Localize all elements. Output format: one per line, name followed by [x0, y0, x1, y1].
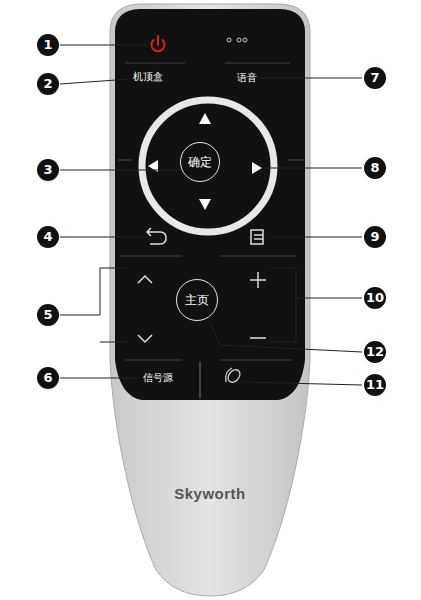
callout-number: 8: [364, 157, 386, 179]
callout-number: 4: [37, 226, 59, 248]
callout-number: 2: [37, 73, 59, 95]
button-label: 主页: [185, 292, 209, 309]
button-label: 信号源: [143, 371, 173, 385]
callout-number: 1: [37, 34, 59, 56]
button-label: 确定: [188, 154, 212, 171]
callout-number: 3: [37, 159, 59, 181]
callout-number: 6: [37, 367, 59, 389]
round-button: 主页: [176, 279, 218, 321]
callout-number: 5: [37, 304, 59, 326]
callout-number: 11: [364, 374, 386, 396]
callout-number: 7: [364, 67, 386, 89]
callout-number: 12: [364, 341, 386, 363]
button-label: 机顶盒: [133, 70, 163, 84]
round-button: 确定: [180, 142, 220, 182]
callout-number: 9: [364, 226, 386, 248]
brand-logo: Skyworth: [174, 485, 246, 502]
button-label: 语音: [237, 71, 257, 85]
callout-number: 10: [364, 287, 386, 309]
